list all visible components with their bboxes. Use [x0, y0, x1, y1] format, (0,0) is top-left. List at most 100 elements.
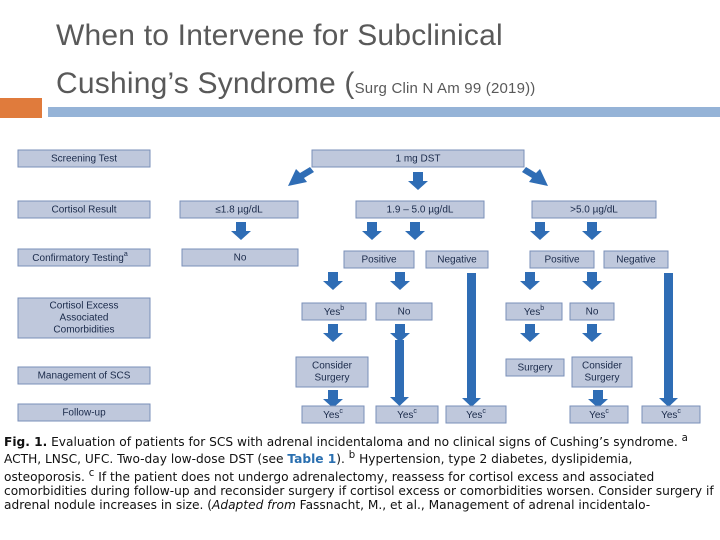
node-comorb-yes1-box [301, 302, 367, 321]
caption-fig-label: Fig. 1. [4, 435, 48, 450]
node-comorb-yes2-box [505, 302, 563, 321]
node-comorb-no2-box [569, 302, 615, 321]
arrow-high-neg [582, 222, 602, 240]
label-cortisol-excess-box [17, 297, 151, 339]
node-manage-consider2-b: Surgery [584, 373, 619, 384]
node-manage-consider1-box [295, 356, 369, 388]
node-followup-2: Yesc [397, 408, 417, 421]
label-screening: Screening Test [51, 154, 117, 165]
flowchart: Screening Test Cortisol Result Confirmat… [17, 149, 701, 424]
node-confirm-neg1-box [425, 250, 489, 269]
label-cortisol-excess-1: Cortisol Excess [50, 301, 119, 312]
node-manage-surgery-box [505, 358, 565, 377]
node-result-low: ≤1.8 µg/dL [215, 205, 263, 216]
caption-sup-b: b [348, 450, 356, 462]
caption-part-5: If the patient does not undergo adrenale… [4, 469, 714, 512]
caption-part-2: ACTH, LNSC, UFC. Two-day low-dose DST (s… [4, 452, 288, 467]
arrow-pos2-no [582, 272, 602, 290]
label-confirmatory-box [17, 248, 151, 267]
arrow-low-no [231, 222, 251, 240]
arrow-no1-head [390, 397, 409, 406]
node-manage-surgery: Surgery [517, 363, 552, 374]
node-comorb-yes2: Yesb [524, 305, 544, 318]
arrow-mid-pos [362, 222, 382, 240]
figure-caption: Fig. 1. Evaluation of patients for SCS w… [4, 432, 716, 512]
node-followup-1-box [301, 405, 365, 424]
label-cortisol-result-box [17, 200, 151, 219]
arrow-to-low [288, 167, 314, 186]
node-comorb-no1: No [398, 307, 411, 318]
node-result-high-box [531, 200, 657, 219]
node-confirm-neg2: Negative [616, 255, 656, 266]
page-title: When to Intervene for Subclinical Cushin… [56, 12, 716, 113]
title-citation: Surg Clin N Am 99 (2019)) [354, 80, 536, 97]
title-line-1: When to Intervene for Subclinical [56, 19, 503, 52]
arrow-no2-manage [582, 324, 602, 342]
node-comorb-yes1: Yesb [324, 305, 344, 318]
node-1mg-dst-box [311, 149, 525, 168]
arrow-pos1-yes [323, 272, 343, 290]
label-screening-box [17, 149, 151, 168]
arrow-to-mid [408, 172, 428, 190]
node-manage-consider2-a: Consider [582, 361, 623, 372]
label-confirmatory-text: Confirmatory Testing [32, 253, 124, 264]
arrow-consider2-followup [588, 390, 608, 408]
node-followup-5-box [641, 405, 701, 424]
arrow-yes1-manage [323, 324, 343, 342]
node-followup-4-box [569, 405, 629, 424]
node-confirm-pos2: Positive [544, 255, 579, 266]
node-comorb-no2: No [586, 307, 599, 318]
caption-part-7: Fassnacht, M., et al., Management of adr… [295, 498, 651, 512]
node-1mg-dst: 1 mg DST [395, 154, 440, 165]
node-result-low-box [179, 200, 299, 219]
title-line-2: Cushing’s Syndrome (Surg Clin N Am 99 (2… [56, 60, 716, 113]
arrow-neg1-head [462, 398, 481, 407]
caption-adapted: Adapted from [212, 498, 296, 512]
node-confirm-neg1: Negative [437, 255, 477, 266]
label-cortisol-excess-3: Comorbidities [53, 325, 114, 336]
node-confirm-pos1: Positive [361, 255, 396, 266]
label-confirmatory-sup: a [124, 251, 128, 258]
node-manage-consider1-b: Surgery [314, 373, 349, 384]
node-result-mid-box [355, 200, 485, 219]
label-cortisol-excess-2: Associated [60, 313, 109, 324]
node-comorb-no1-box [375, 302, 433, 321]
arrow-yes2-manage [520, 324, 540, 342]
caption-part-4: Hypertension, type 2 diabetes, dyslipide… [4, 452, 633, 484]
arrow-no1-shaft [395, 340, 404, 398]
arrow-mid-neg [405, 222, 425, 240]
node-manage-consider1-a: Consider [312, 361, 353, 372]
node-followup-3: Yesc [466, 408, 486, 421]
node-confirm-no: No [234, 253, 247, 264]
accent-bar-blue [48, 107, 720, 117]
node-manage-consider2-box [571, 356, 633, 388]
node-result-high: >5.0 µg/dL [570, 205, 618, 216]
arrow-no1-followup [390, 324, 410, 342]
node-followup-1: Yesc [323, 408, 343, 421]
label-followup-box [17, 403, 151, 422]
label-followup: Follow-up [62, 408, 106, 419]
label-management: Management of SCS [38, 371, 131, 382]
node-confirm-pos2-box [529, 250, 595, 269]
caption-table-link[interactable]: Table 1 [287, 452, 337, 467]
caption-part-3: ). [336, 452, 349, 467]
label-cortisol-result: Cortisol Result [51, 205, 116, 216]
label-management-box [17, 366, 151, 385]
caption-sup-c: c [88, 467, 95, 479]
arrow-high-pos [530, 222, 550, 240]
arrow-consider1-followup [323, 390, 343, 408]
node-confirm-pos1-box [343, 250, 415, 269]
arrow-neg1-shaft [467, 273, 476, 399]
node-confirm-no-box [181, 248, 299, 267]
node-followup-3-box [445, 405, 507, 424]
label-confirmatory: Confirmatory Testinga [32, 251, 128, 264]
node-confirm-neg2-box [603, 250, 669, 269]
node-followup-2-box [375, 405, 439, 424]
arrow-neg2-head [659, 398, 678, 407]
title-line-2-main: Cushing’s Syndrome ( [56, 67, 355, 100]
caption-sup-a: a [681, 433, 688, 444]
accent-bar-orange [0, 98, 42, 118]
arrow-to-high [522, 167, 548, 186]
caption-part-1: Evaluation of patients for SCS with adre… [47, 435, 682, 450]
node-followup-4: Yesc [589, 408, 609, 421]
